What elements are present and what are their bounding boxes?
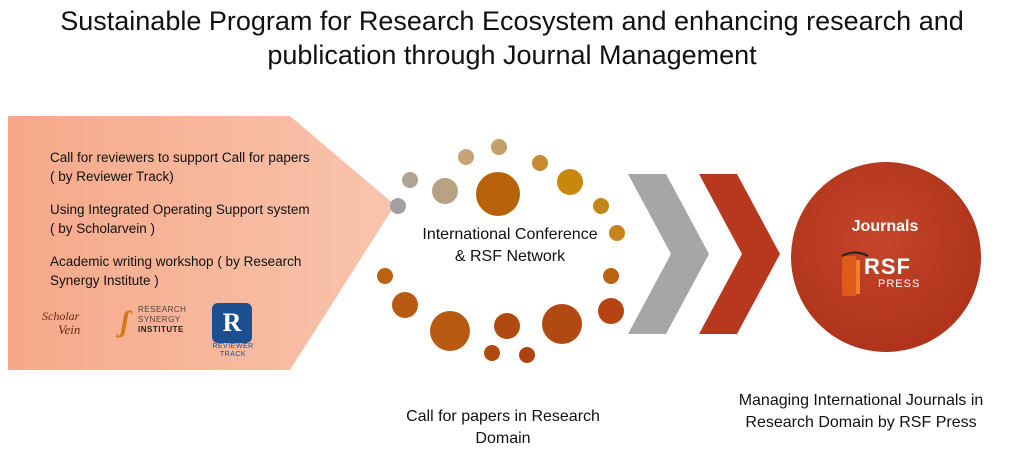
rsf-logo-sub: PRESS bbox=[878, 278, 921, 290]
journals-label: Journals bbox=[851, 218, 919, 235]
dot bbox=[491, 139, 507, 155]
reviewer-track-logo: R REVIEWER TRACK bbox=[208, 303, 258, 359]
rsi-mark-icon: ʃ bbox=[120, 305, 130, 338]
page-title: Sustainable Program for Research Ecosyst… bbox=[60, 6, 964, 70]
dot bbox=[532, 155, 548, 171]
left-panel-list: Call for reviewers to support Call for p… bbox=[50, 148, 310, 304]
list-item: Call for reviewers to support Call for p… bbox=[50, 150, 310, 184]
dot bbox=[432, 178, 458, 204]
partner-logos: Scholar Vein ʃ RESEARCH SYNERGY INSTITUT… bbox=[40, 303, 270, 363]
dot bbox=[519, 347, 535, 363]
center-caption: Call for papers in Research Domain bbox=[406, 408, 600, 447]
dot bbox=[484, 345, 500, 361]
scholarvein-logo-line2: Vein bbox=[58, 322, 81, 337]
journals-circle bbox=[791, 162, 981, 352]
dot bbox=[593, 198, 609, 214]
rsi-logo-line3: INSTITUTE bbox=[138, 325, 184, 334]
scholarvein-logo: Scholar Vein bbox=[42, 309, 102, 337]
rsf-press-logo: RSF PRESS bbox=[838, 252, 938, 302]
left-arrow-pentagon bbox=[8, 116, 395, 370]
rsf-press-book-icon bbox=[841, 251, 869, 296]
center-label: International Conference & RSF Network bbox=[422, 226, 598, 265]
list-item: Academic writing workshop ( by Research … bbox=[50, 254, 302, 288]
reviewer-track-r-icon: R bbox=[212, 303, 252, 343]
dot-ring bbox=[377, 139, 625, 363]
chevron-gray bbox=[628, 174, 709, 334]
dot bbox=[377, 268, 393, 284]
dot bbox=[476, 172, 520, 216]
dot bbox=[402, 172, 418, 188]
dot bbox=[542, 304, 582, 344]
dot bbox=[392, 292, 418, 318]
rsi-logo-line1: RESEARCH bbox=[138, 305, 187, 314]
dot bbox=[557, 169, 583, 195]
reviewer-track-logo-line2: TRACK bbox=[219, 351, 247, 358]
dot bbox=[598, 298, 624, 324]
dot bbox=[390, 198, 406, 214]
right-caption: Managing International Journals in Resea… bbox=[738, 392, 984, 431]
dot bbox=[430, 311, 470, 351]
dot bbox=[458, 149, 474, 165]
scholarvein-logo-line1: Scholar bbox=[42, 309, 80, 323]
dot bbox=[494, 313, 520, 339]
rsf-logo-word: RSF bbox=[864, 254, 911, 279]
chevron-red bbox=[699, 174, 780, 334]
dot bbox=[603, 268, 619, 284]
dot bbox=[609, 225, 625, 241]
list-item: Using Integrated Operating Support syste… bbox=[50, 202, 310, 236]
reviewer-track-logo-line1: REVIEWER bbox=[212, 343, 254, 350]
rsi-logo-line2: SYNERGY bbox=[138, 315, 181, 324]
